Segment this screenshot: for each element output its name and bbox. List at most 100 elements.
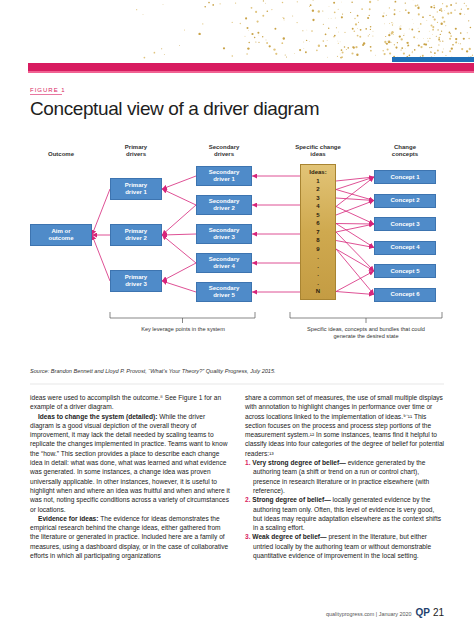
speckle-dot (408, 12, 410, 14)
speckle-dot (360, 29, 362, 31)
speckle-dot (297, 1, 298, 2)
speckle-dot (468, 38, 470, 40)
speckle-dot (251, 7, 253, 9)
speckle-dot (223, 47, 225, 49)
paragraph: 3. Weak degree of belief— present in the… (245, 532, 445, 560)
connector-arrow (336, 232, 374, 271)
connector-arrow (336, 207, 374, 225)
speckle-dot (394, 9, 396, 11)
connector-arrow (336, 292, 374, 295)
speckle-dot (370, 29, 371, 30)
speckle-dot (382, 50, 383, 51)
speckle-dot (468, 8, 470, 10)
speckle-dot (369, 1, 371, 3)
speckle-dot (430, 6, 432, 8)
speckle-dot (339, 53, 341, 55)
idea-item: 2 (316, 185, 319, 194)
list-heading: Weak degree of belief— (252, 533, 326, 540)
idea-item: 7 (316, 228, 319, 237)
run-in-heading: Evidence for ideas: (38, 515, 98, 522)
speckle-dot (212, 4, 214, 6)
paragraph: ideas were used to accomplish the outcom… (30, 393, 230, 412)
speckle-dot (446, 55, 448, 57)
speckle-dot (440, 34, 441, 35)
speckle-dot (408, 28, 410, 30)
speckle-dot (452, 44, 454, 46)
speckle-dot (464, 13, 466, 15)
speckle-dot (458, 42, 460, 44)
speckle-dot (154, 52, 156, 54)
speckle-dot (350, 12, 351, 13)
speckle-dot (245, 17, 247, 19)
speckle-dot (311, 30, 313, 32)
idea-item: 8 (316, 236, 319, 245)
box-label: Secondary driver 2 (202, 198, 246, 212)
speckle-dot (358, 22, 359, 23)
idea-item: . (317, 253, 319, 262)
speckle-dot (136, 9, 137, 10)
speckle-dot (292, 15, 294, 17)
idea-item: N (316, 287, 320, 296)
box-label: Secondary driver 4 (202, 256, 246, 270)
bracket-label: Specific ideas, concepts and bundles tha… (296, 326, 436, 340)
speckle-dot (399, 26, 401, 28)
box-label: Secondary driver 5 (202, 285, 246, 299)
speckle-dot (346, 49, 347, 50)
speckle-dot (434, 19, 436, 21)
connector-arrow (162, 189, 196, 205)
idea-item: Ideas: (309, 168, 326, 177)
idea-item: 3 (316, 194, 319, 203)
speckle-dot (411, 52, 413, 54)
speckle-dot (310, 4, 312, 6)
connector-arrow (336, 201, 374, 216)
speckle-dot (204, 6, 206, 8)
speckle-dot (352, 28, 354, 30)
speckle-dot (392, 24, 393, 25)
speckle-dot (370, 50, 372, 52)
speckle-dot (391, 22, 392, 23)
speckle-dot (208, 2, 210, 4)
connector-arrow (252, 176, 300, 177)
speckle-dot (330, 18, 332, 20)
connector-arrow (252, 263, 300, 264)
speckle-dot (428, 40, 429, 41)
speckle-dot (397, 42, 398, 43)
column-header-text: Outcome (48, 151, 74, 158)
speckle-dot (163, 54, 165, 56)
speckle-dot (305, 51, 307, 53)
list-heading: Very strong degree of belief— (252, 459, 345, 466)
speckle-dot (202, 23, 203, 24)
speckle-dot (442, 3, 443, 4)
figure-title: Conceptual view of a driver diagram (30, 98, 319, 120)
speckle-dot (387, 48, 389, 50)
speckle-dot (341, 1, 343, 3)
speckle-dot (425, 43, 427, 45)
speckle-dot (247, 47, 249, 49)
speckle-dot (394, 13, 396, 15)
speckle-dot (312, 19, 314, 21)
speckle-dot (313, 0, 314, 1)
speckle-dot (403, 53, 405, 55)
speckle-dot (422, 16, 424, 18)
speckle-dot (432, 16, 434, 18)
speckle-dot (461, 9, 462, 10)
primary-driver-box: Primary driver 1 (110, 178, 162, 200)
connector-arrow (92, 235, 110, 236)
speckle-dot (248, 42, 249, 43)
speckle-dot (417, 4, 418, 5)
speckle-dot (449, 50, 451, 52)
figure-number: FIGURE 1 (30, 87, 66, 93)
speckle-dot (281, 42, 283, 44)
speckle-dot (442, 51, 444, 53)
connector-arrow (252, 205, 300, 206)
speckle-dot (439, 41, 440, 42)
speckle-dot (328, 17, 330, 19)
speckle-dot (247, 27, 249, 29)
list-heading: Strong degree of belief— (252, 496, 330, 503)
speckle-dot (219, 3, 220, 4)
speckle-dot (357, 15, 359, 17)
speckle-dot (386, 43, 388, 45)
speckle-dot (446, 6, 448, 8)
figure-rule (30, 94, 62, 95)
speckle-dot (441, 23, 443, 25)
